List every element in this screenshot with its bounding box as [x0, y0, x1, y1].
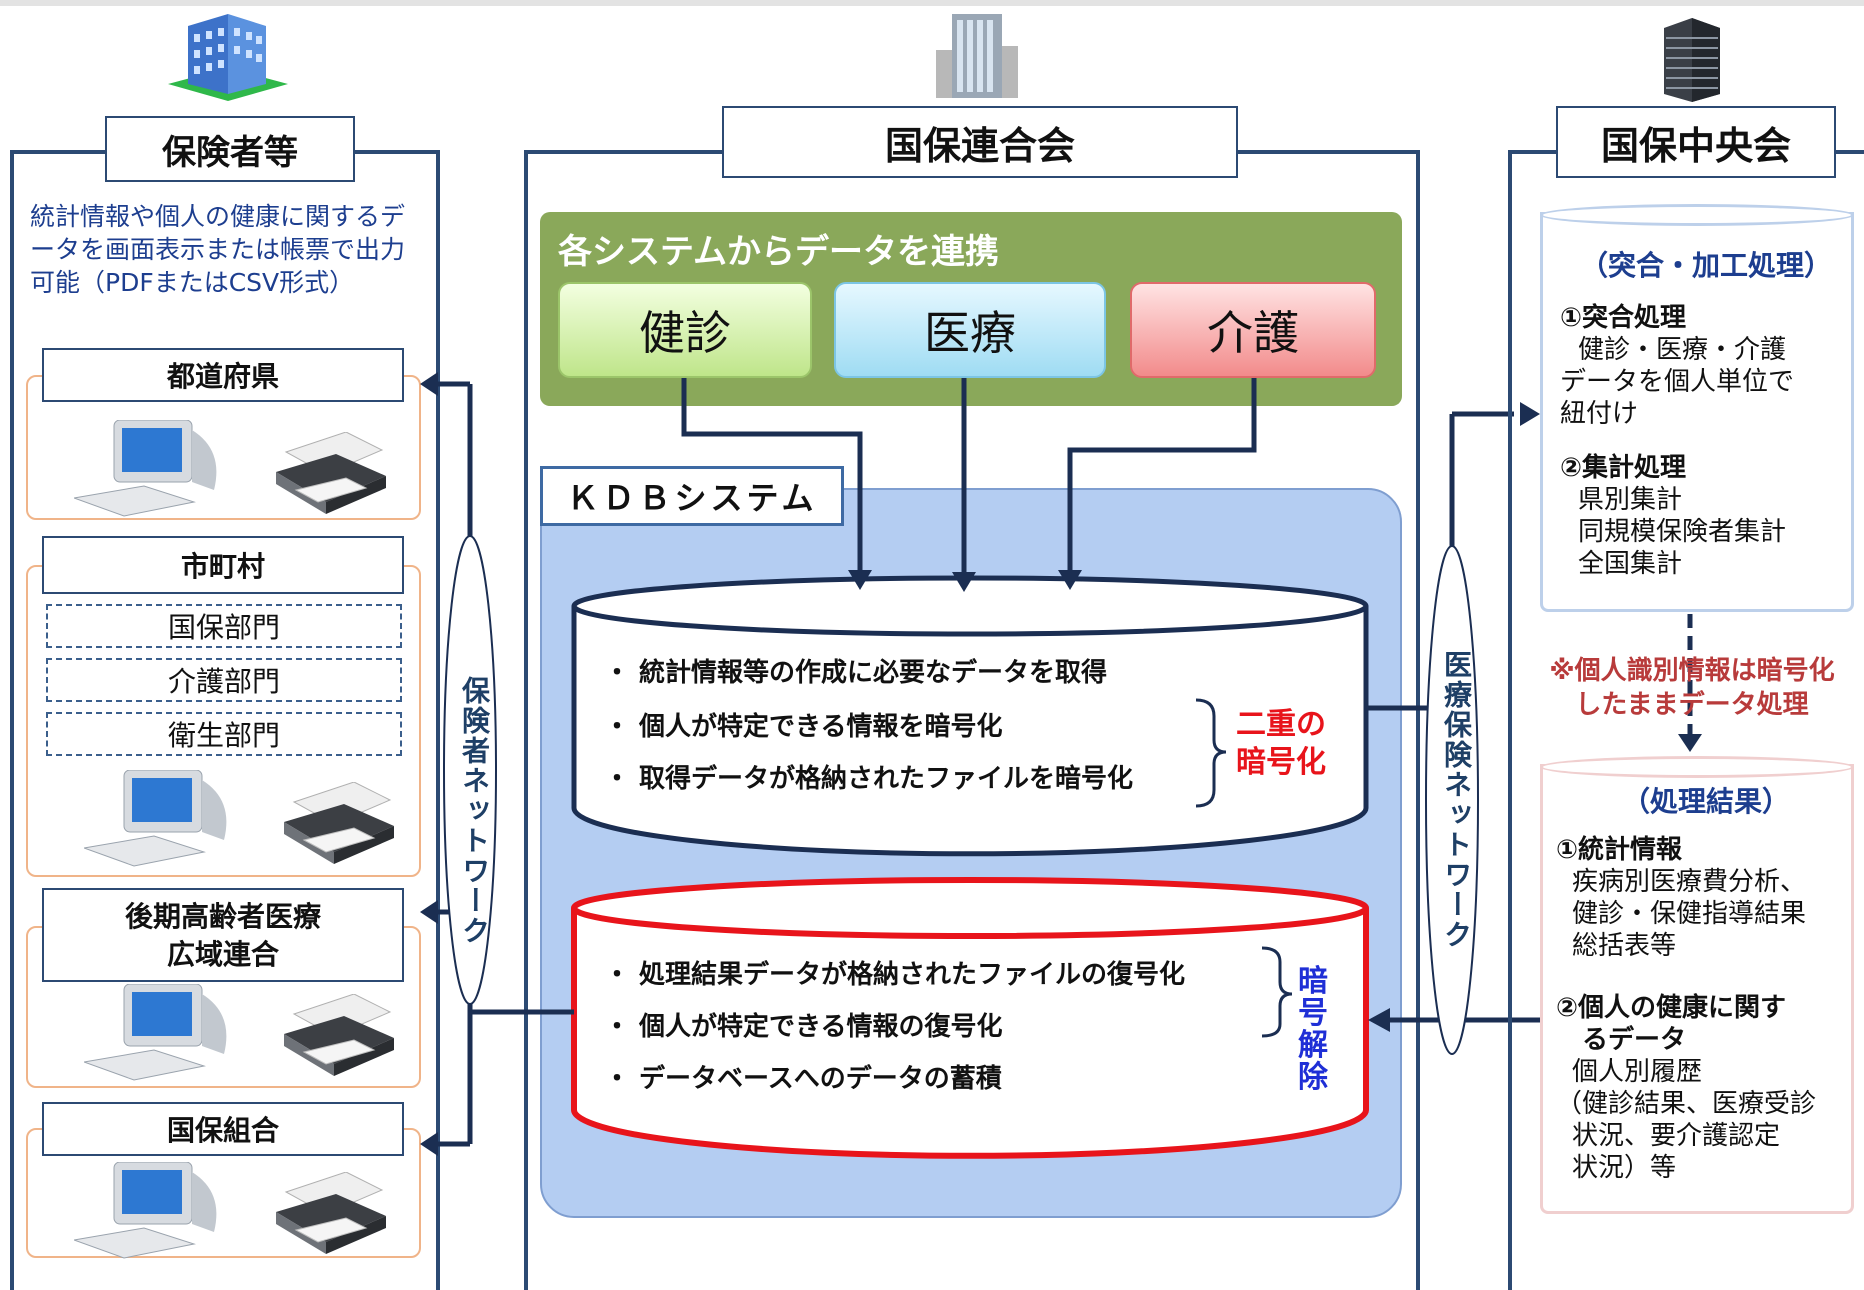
top-edge: [0, 0, 1864, 6]
decrypt-char: 除: [1298, 1060, 1328, 1095]
results-box-top: [1540, 756, 1854, 778]
org-kumiai: 国保組合: [42, 1102, 404, 1156]
city-dept-eisei: 衛生部門: [46, 712, 402, 756]
processing-header: （突合・加工処理）: [1579, 249, 1832, 282]
lower-bullet-2: ・ 個人が特定できる情報の復号化: [604, 1012, 1003, 1042]
upper-bullet-1: ・ 統計情報等の作成に必要なデータを取得: [604, 658, 1108, 688]
results-box: [1540, 764, 1854, 1214]
org-kouki: 後期高齢者医療 広域連合: [42, 888, 404, 982]
lower-bullet-1: ・ 処理結果データが格納されたファイルの復号化: [604, 960, 1186, 990]
system-kenshin: 健診: [558, 282, 812, 378]
org-kouki-line2: 広域連合: [166, 938, 279, 971]
decrypt-char: 号: [1298, 996, 1328, 1031]
result-item1-line: 疾病別医療費分析、: [1572, 867, 1807, 897]
processing-item2-line: 同規模保険者集計: [1578, 517, 1787, 547]
processing-box-top: [1540, 204, 1854, 226]
result-item2-line: 状況、要介護認定: [1572, 1121, 1781, 1151]
system-iryo: 医療: [834, 282, 1106, 378]
insurer-network-oval: [443, 535, 497, 1005]
processing-item2-line: 県別集計: [1578, 485, 1683, 515]
lower-bullet-3: ・ データベースへのデータの蓄積: [604, 1064, 1002, 1094]
double-encryption-line2: 暗号化: [1236, 745, 1326, 780]
insurer-title: 保険者等: [105, 116, 355, 182]
result-item2-line: 状況）等: [1572, 1153, 1677, 1183]
encryption-note: ※個人識別情報は暗号化 したままデータ処理: [1520, 654, 1864, 722]
link-panel-title: 各システムからデータを連携: [558, 232, 999, 272]
double-encryption-line1: 二重の: [1236, 707, 1326, 742]
insurer-description: 統計情報や個人の健康に関するデータを画面表示または帳票で出力可能（PDFまたはC…: [30, 202, 406, 297]
org-pref: 都道府県: [42, 348, 404, 402]
org-city: 市町村: [42, 536, 404, 594]
double-encryption-label: 二重の 暗号化: [1236, 706, 1326, 782]
processing-item1: ①突合処理 健診・医療・介護 データを個人単位で 紐付け: [1560, 302, 1794, 430]
result-item2-title-line1: ②個人の健康に関す: [1556, 993, 1787, 1023]
processing-box: [1540, 212, 1854, 612]
city-dept-kaigo: 介護部門: [46, 658, 402, 702]
medical-network-label: 医療保険ネットワーク: [1440, 650, 1473, 950]
decrypt-char: 暗: [1298, 964, 1328, 999]
system-kaigo: 介護: [1130, 282, 1376, 378]
processing-item1-title: ①突合処理: [1560, 303, 1687, 333]
building-icon-chuokai: [1664, 18, 1720, 102]
decrypt-label: 暗 号 解 除: [1298, 966, 1328, 1094]
upper-bullet-2: ・ 個人が特定できる情報を暗号化: [604, 712, 1003, 742]
org-kouki-line1: 後期高齢者医療: [124, 900, 321, 933]
result-item2-line: 個人別履歴: [1572, 1057, 1703, 1087]
upper-bullet-3: ・ 取得データが格納されたファイルを暗号化: [604, 764, 1134, 794]
processing-item2: ②集計処理 県別集計 同規模保険者集計 全国集計: [1560, 452, 1786, 580]
kdb-label: ＫＤＢシステム: [540, 466, 844, 526]
result-item2: ②個人の健康に関す るデータ 個人別履歴 （健診結果、医療受診 状況、要介護認定…: [1556, 992, 1816, 1184]
rengokai-title: 国保連合会: [722, 106, 1238, 178]
processing-item2-line: 全国集計: [1578, 549, 1683, 579]
building-icon-insurer: [168, 14, 288, 101]
insurer-network-label: 保険者ネットワーク: [458, 676, 491, 946]
results-header: （処理結果）: [1621, 785, 1790, 818]
result-item1-line: 健診・保健指導結果: [1572, 899, 1807, 929]
chuokai-title: 国保中央会: [1556, 106, 1836, 178]
processing-item1-line: 紐付け: [1560, 399, 1639, 429]
processing-item2-title: ②集計処理: [1560, 453, 1687, 483]
encryption-note-line2: したままデータ処理: [1575, 690, 1809, 720]
decrypt-char: 解: [1298, 1028, 1328, 1063]
processing-item1-line: データを個人単位で: [1560, 367, 1795, 397]
result-item2-title-line2: るデータ: [1582, 1025, 1687, 1055]
encryption-note-line1: ※個人識別情報は暗号化: [1549, 656, 1835, 686]
processing-item1-line: 健診・医療・介護: [1578, 335, 1787, 365]
city-dept-kokuho: 国保部門: [46, 604, 402, 648]
building-icon-rengokai: [936, 14, 1018, 98]
result-item1-line: 総括表等: [1572, 931, 1677, 961]
result-item1-title: ①統計情報: [1556, 835, 1683, 865]
result-item2-line: （健診結果、医療受診: [1556, 1089, 1817, 1119]
result-item1: ①統計情報 疾病別医療費分析、 健診・保健指導結果 総括表等: [1556, 834, 1806, 962]
medical-network-oval: [1425, 545, 1479, 1055]
